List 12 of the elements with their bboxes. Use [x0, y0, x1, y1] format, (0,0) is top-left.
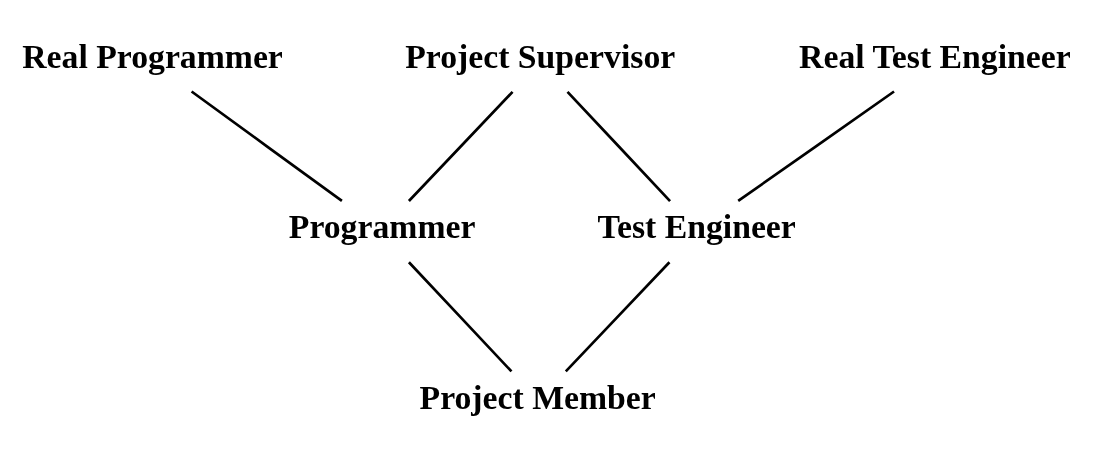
node-text: Real Test Engineer — [799, 37, 1071, 75]
connector — [407, 261, 513, 373]
node-text: Real Programmer — [22, 37, 283, 75]
connector — [566, 90, 672, 202]
node-text: Project Member — [419, 378, 656, 416]
node-text: Programmer — [288, 208, 476, 246]
connector — [564, 261, 671, 373]
connector — [190, 90, 343, 202]
node-text: Test Engineer — [597, 208, 796, 246]
connector — [737, 90, 895, 202]
connector — [407, 90, 514, 202]
node-text: Project Supervisor — [405, 37, 676, 75]
